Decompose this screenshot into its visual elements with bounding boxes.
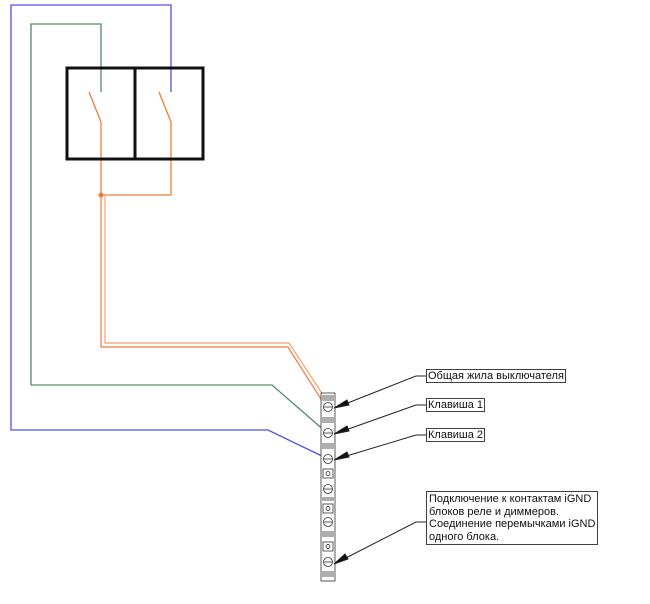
arrowhead-key2: [333, 451, 350, 461]
terminal-4: [322, 468, 334, 494]
switch-contact-1: [88, 91, 102, 195]
wire-common-b: [104, 195, 330, 405]
terminal-3: [322, 443, 334, 464]
terminal-2: [322, 417, 334, 438]
callout-leader-key2: [339, 434, 426, 459]
label-ignd-connection: Подключение к контактам iGND блоков реле…: [426, 491, 599, 545]
label-common-wire: Общая жила выключателя: [426, 369, 566, 383]
terminal-5: [322, 497, 334, 527]
label-key2: Клавиша 2: [426, 428, 486, 442]
label-key1: Клавиша 1: [426, 398, 486, 412]
terminal-1: [322, 395, 334, 412]
callout-leader-key1: [339, 404, 426, 433]
arrowhead-key1: [333, 425, 350, 435]
terminal-block: [320, 392, 336, 582]
wire-key1: [30, 23, 327, 433]
arrowhead-common: [333, 399, 350, 409]
callout-leader-common: [339, 375, 426, 407]
double-switch: [65, 66, 205, 161]
callout-leader-ignd: [339, 521, 426, 562]
terminal-6: [322, 531, 334, 577]
wire-key2: [10, 4, 327, 459]
wire-common-a: [100, 195, 327, 408]
arrowhead-ignd: [333, 553, 349, 565]
